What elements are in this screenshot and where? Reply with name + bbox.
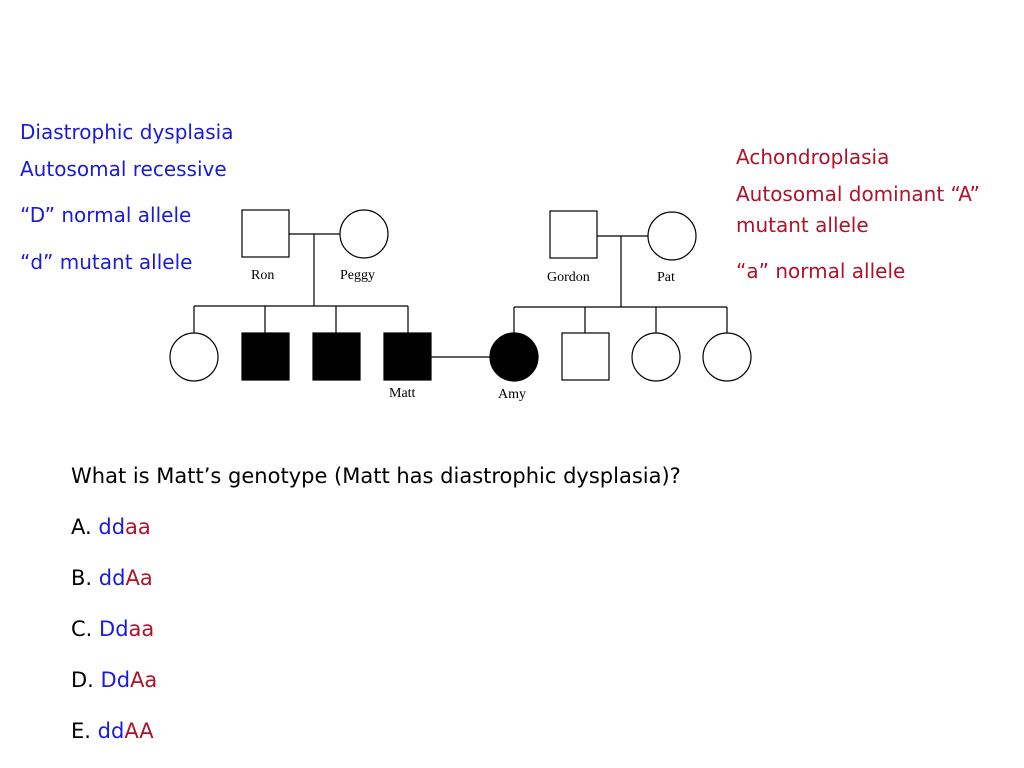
option-b-d-genotype: dd	[98, 566, 126, 590]
diastrophic-mode: Autosomal recessive	[20, 157, 227, 181]
achondroplasia-normal-allele: “a” normal allele	[736, 259, 906, 283]
option-d-letter: D.	[71, 668, 94, 692]
diastrophic-normal-allele: “D” normal allele	[20, 203, 192, 227]
affected-son-2-symbol	[312, 332, 361, 381]
option-d-a-genotype: Aa	[130, 668, 158, 692]
peggy-symbol	[339, 209, 389, 259]
option-d[interactable]: D. DdAa	[71, 667, 157, 693]
option-a-d-genotype: dd	[98, 515, 126, 539]
option-c[interactable]: C. Ddaa	[71, 616, 154, 642]
achondroplasia-title: Achondroplasia	[736, 145, 890, 169]
daughter-1-symbol	[169, 332, 219, 382]
daughter-3-symbol	[702, 332, 752, 382]
option-e-a-genotype: AA	[124, 719, 154, 743]
gordon-label: Gordon	[547, 270, 590, 285]
ron-symbol	[241, 209, 290, 258]
peggy-label: Peggy	[340, 268, 375, 283]
achondroplasia-mode-line2: mutant allele	[736, 213, 869, 237]
achondroplasia-mode-line1: Autosomal dominant “A”	[736, 182, 980, 206]
option-d-d-genotype: Dd	[100, 668, 131, 692]
pat-symbol	[647, 211, 697, 261]
option-b[interactable]: B. ddAa	[71, 565, 153, 591]
option-e-letter: E.	[71, 719, 91, 743]
option-c-d-genotype: Dd	[99, 617, 129, 641]
option-a-letter: A.	[71, 515, 92, 539]
matt-label: Matt	[389, 386, 416, 401]
diastrophic-title: Diastrophic dysplasia	[20, 120, 234, 144]
amy-symbol	[489, 332, 539, 382]
question-text: What is Matt’s genotype (Matt has diastr…	[71, 464, 681, 488]
gordon-symbol	[549, 210, 598, 259]
diastrophic-mutant-allele: “d” mutant allele	[20, 250, 193, 274]
son-symbol	[561, 332, 610, 381]
matt-symbol	[383, 332, 432, 381]
affected-son-1-symbol	[241, 332, 290, 381]
option-b-letter: B.	[71, 566, 93, 590]
option-c-a-genotype: aa	[128, 617, 155, 641]
pedigree-chart: Ron Peggy Gordon Pat Matt Amy	[169, 209, 752, 402]
option-b-a-genotype: Aa	[125, 566, 153, 590]
option-a-a-genotype: aa	[125, 515, 151, 539]
amy-label: Amy	[498, 387, 526, 402]
option-e[interactable]: E. ddAA	[71, 718, 154, 744]
pat-label: Pat	[657, 270, 675, 285]
ron-label: Ron	[251, 268, 274, 283]
option-a[interactable]: A. ddaa	[71, 514, 151, 540]
daughter-2-symbol	[631, 332, 681, 382]
option-e-d-genotype: dd	[97, 719, 125, 743]
option-c-letter: C.	[71, 617, 93, 641]
